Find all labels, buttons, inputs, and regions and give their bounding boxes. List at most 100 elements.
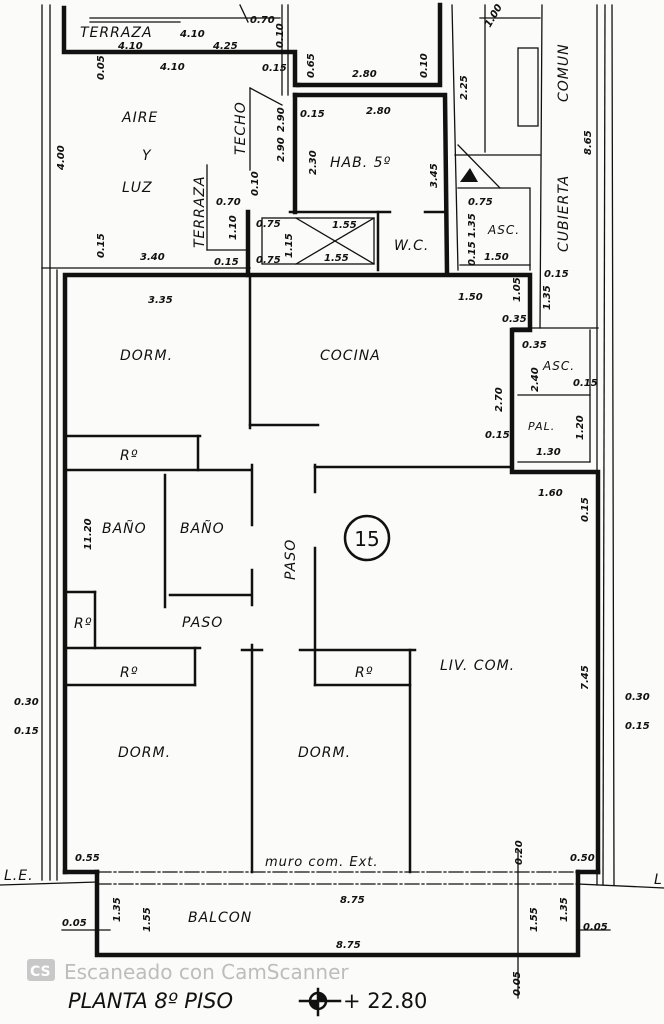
label-y: Y (142, 148, 152, 164)
dim: 1.35 (112, 897, 123, 922)
plan-title: PLANTA 8º PISO (68, 989, 233, 1013)
dim: 4.10 (179, 29, 205, 40)
svg-text:Escaneado con CamScanner: Escaneado con CamScanner (64, 960, 349, 984)
dim: 2.30 (308, 150, 319, 175)
dim: 0.15 (467, 241, 478, 266)
label-wc: W.C. (394, 238, 429, 254)
dim: 0.05 (62, 918, 87, 929)
dim: 1.55 (324, 253, 349, 264)
label-luz: LUZ (122, 180, 153, 196)
dimension-labels: 0.70 4.10 4.10 4.25 0.10 4.10 0.15 0.05 … (14, 3, 650, 996)
label-dorm-1: DORM. (120, 348, 173, 364)
dim: 0.15 (625, 721, 650, 732)
label-asc-top: ASC. (487, 223, 520, 237)
dim: 1.35 (559, 897, 570, 922)
label-bano-1: BAÑO (102, 520, 147, 537)
dim: 3.45 (429, 163, 440, 188)
dim: 2.40 (530, 367, 541, 392)
dim: 1.55 (529, 907, 540, 932)
dim: 0.75 (256, 255, 281, 266)
dim: 4.10 (117, 41, 143, 52)
dim: 2.90 (276, 137, 287, 162)
label-liv-com: LIV. COM. (440, 658, 515, 674)
balcony-wall (94, 869, 581, 958)
dim: 0.15 (14, 726, 39, 737)
dim: 2.90 (276, 107, 287, 132)
dim: 0.20 (514, 840, 525, 865)
dim: 2.25 (459, 75, 470, 100)
label-terraza-top: TERRAZA (80, 25, 153, 41)
context-lines (0, 4, 664, 889)
label-cocina: COCINA (320, 348, 381, 364)
label-aire: AIRE (121, 110, 158, 126)
dim: 0.10 (419, 53, 430, 78)
label-hab: HAB. 5º (330, 155, 391, 171)
svg-text:CS: CS (30, 964, 51, 980)
dim: 1.00 (483, 3, 505, 30)
dim: 0.70 (250, 15, 275, 26)
plan-level: + 22.80 (343, 989, 427, 1013)
dim: 0.15 (262, 63, 287, 74)
dim: 8.75 (336, 940, 361, 951)
label-paso-h: PASO (182, 615, 223, 631)
dim: 2.80 (366, 106, 391, 117)
label-dorm-2: DORM. (118, 745, 171, 761)
label-ropero-1: Rº (120, 448, 138, 464)
label-ropero-3: Rº (120, 665, 138, 681)
dim: 1.05 (512, 277, 523, 302)
dim: 1.35 (467, 213, 478, 238)
dim: 2.80 (352, 69, 377, 80)
dim: 1.20 (575, 415, 586, 440)
unit-number-circle (343, 514, 391, 562)
dim: 3.35 (148, 295, 173, 306)
label-le-right: L (654, 872, 663, 888)
dim: 0.15 (96, 233, 107, 258)
dim: 0.30 (625, 692, 650, 703)
label-techo: TECHO (233, 101, 249, 155)
dim: 0.70 (216, 197, 241, 208)
dim: 0.15 (580, 497, 591, 522)
dim: 0.05 (96, 55, 107, 80)
dim: 1.50 (484, 252, 509, 263)
dim: 0.15 (573, 378, 598, 389)
label-pal: PAL. (528, 420, 555, 433)
dim: 1.30 (536, 447, 561, 458)
dim: 0.15 (214, 257, 239, 268)
interior-walls (66, 273, 512, 874)
label-terraza-side: TERRAZA (192, 175, 208, 248)
dim: 0.55 (75, 853, 100, 864)
label-comun: COMUN (556, 43, 572, 102)
dim: 3.40 (140, 252, 165, 263)
dim: 1.15 (284, 233, 295, 258)
dim: 0.05 (583, 922, 608, 933)
stair-arrow-icon (460, 168, 478, 182)
dim: 1.55 (332, 220, 357, 231)
dim: 0.75 (256, 219, 281, 230)
label-paso-v: PASO (283, 539, 299, 580)
dim: 0.75 (468, 197, 493, 208)
dim: 7.45 (580, 665, 591, 690)
label-ropero-4: Rº (355, 665, 373, 681)
label-asc: ASC. (542, 359, 575, 373)
dim: 0.35 (522, 340, 547, 351)
dim: 4.00 (56, 145, 67, 171)
dim: 11.20 (83, 518, 94, 550)
label-le-left: L.E. (4, 868, 34, 884)
label-cubierta: CUBIERTA (556, 175, 572, 252)
dim: 1.50 (458, 292, 483, 303)
label-dorm-3: DORM. (298, 745, 351, 761)
camscanner-watermark: CS Escaneado con CamScanner (27, 959, 349, 984)
dim: 0.15 (485, 430, 510, 441)
dim: 4.10 (159, 62, 185, 73)
dim: 0.10 (275, 23, 286, 48)
label-balcon: BALCON (188, 910, 252, 926)
dim: 0.65 (306, 53, 317, 78)
dim: 0.15 (544, 269, 569, 280)
hab-5-walls (206, 2, 531, 278)
level-marker-icon (298, 987, 342, 1017)
dim: 2.70 (494, 387, 505, 412)
dim: 0.15 (300, 109, 325, 120)
room-labels: TERRAZA AIRE Y LUZ TECHO TERRAZA HAB. 5º… (4, 25, 663, 926)
dim: 1.60 (538, 488, 563, 499)
